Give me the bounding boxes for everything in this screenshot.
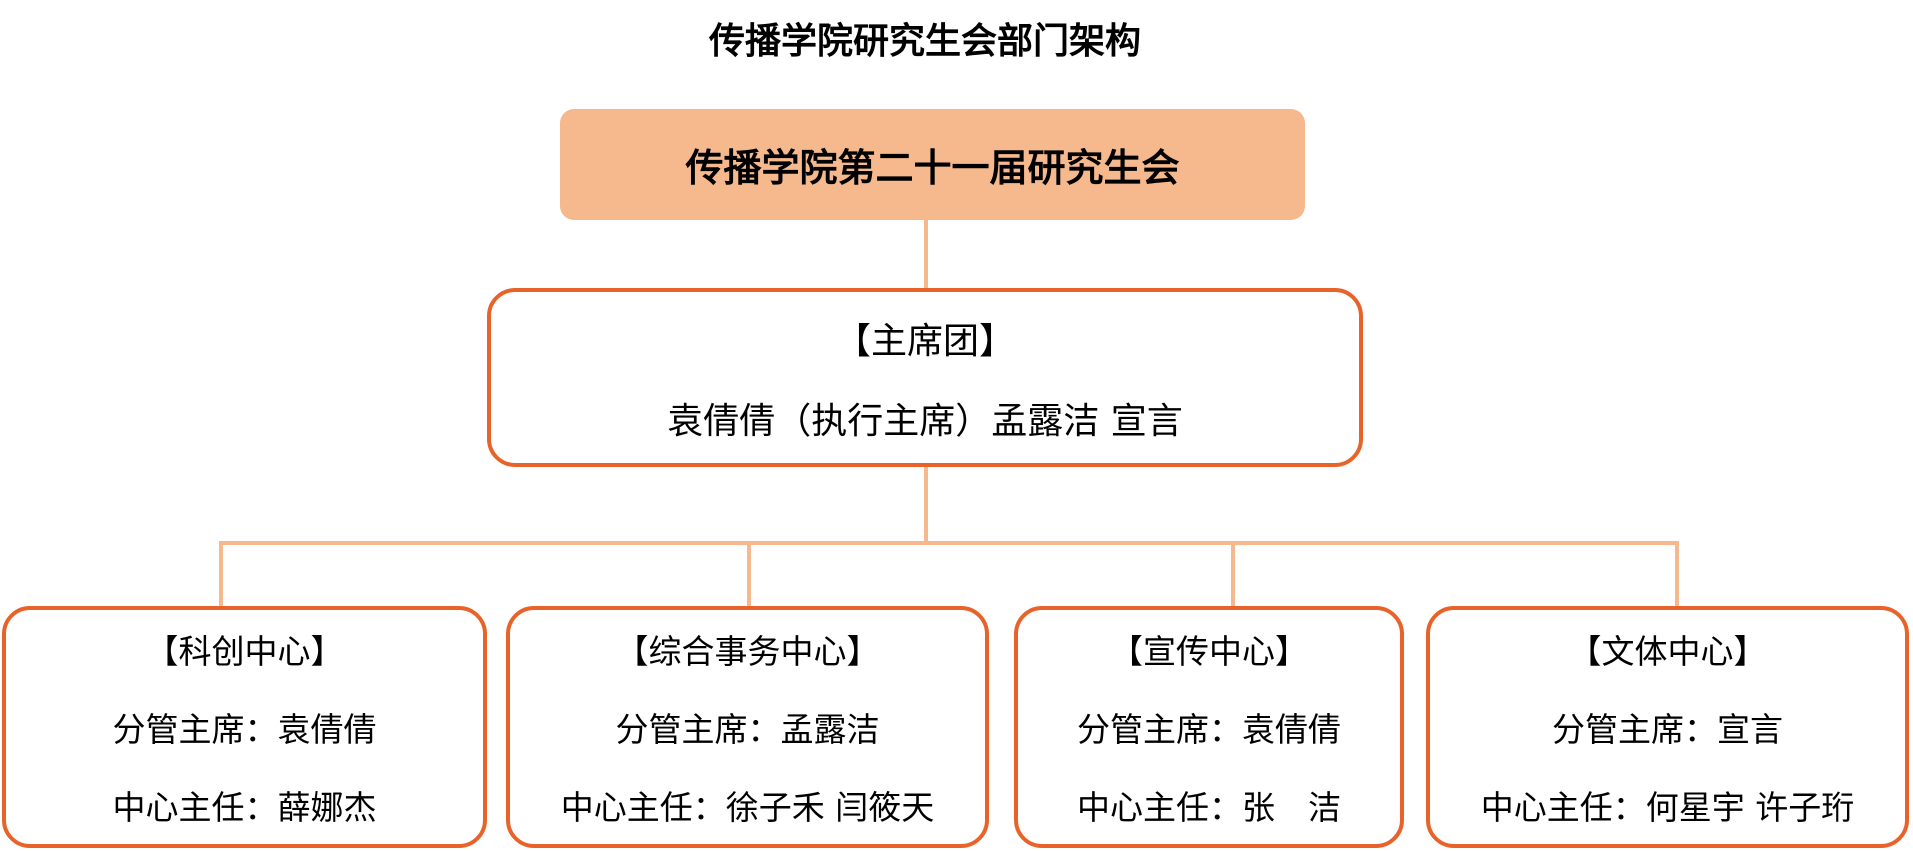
node-chair: 分管主席：孟露洁 (615, 710, 880, 749)
node-director: 中心主任：何星宇 许子珩 (1480, 788, 1855, 827)
node-name: 【文体中心】 (1568, 632, 1767, 671)
node-chair: 分管主席：宣言 (1552, 710, 1783, 749)
connector (924, 467, 928, 543)
connector (747, 543, 751, 607)
node-name: 【综合事务中心】 (615, 632, 880, 671)
node-chair: 分管主席：袁倩倩 (1077, 710, 1341, 749)
node-director: 中心主任：张 洁 (1077, 788, 1341, 827)
root-node: 传播学院第二十一届研究生会 (560, 109, 1305, 220)
department-node: 【科创中心】 分管主席：袁倩倩 中心主任：薛娜杰 (2, 606, 487, 848)
node-director: 中心主任：徐子禾 闫筱天 (560, 788, 935, 827)
node-members: 袁倩倩（执行主席）孟露洁 宣言 (667, 400, 1183, 442)
department-node: 【文体中心】 分管主席：宣言 中心主任：何星宇 许子珩 (1426, 606, 1909, 848)
department-node: 【宣传中心】 分管主席：袁倩倩 中心主任：张 洁 (1014, 606, 1404, 848)
presidium-node: 【主席团】 袁倩倩（执行主席）孟露洁 宣言 (487, 288, 1363, 467)
department-node: 【综合事务中心】 分管主席：孟露洁 中心主任：徐子禾 闫筱天 (506, 606, 989, 848)
node-name: 【宣传中心】 (1110, 632, 1308, 671)
connector (924, 220, 928, 288)
connector (219, 541, 1679, 545)
node-director: 中心主任：薛娜杰 (112, 788, 377, 827)
node-name: 【主席团】 (834, 320, 1015, 362)
connector (219, 543, 223, 607)
connector (1675, 543, 1679, 607)
node-name: 【科创中心】 (145, 632, 344, 671)
connector (1231, 543, 1235, 607)
chart-title: 传播学院研究生会部门架构 (708, 21, 1141, 62)
node-chair: 分管主席：袁倩倩 (112, 710, 377, 749)
